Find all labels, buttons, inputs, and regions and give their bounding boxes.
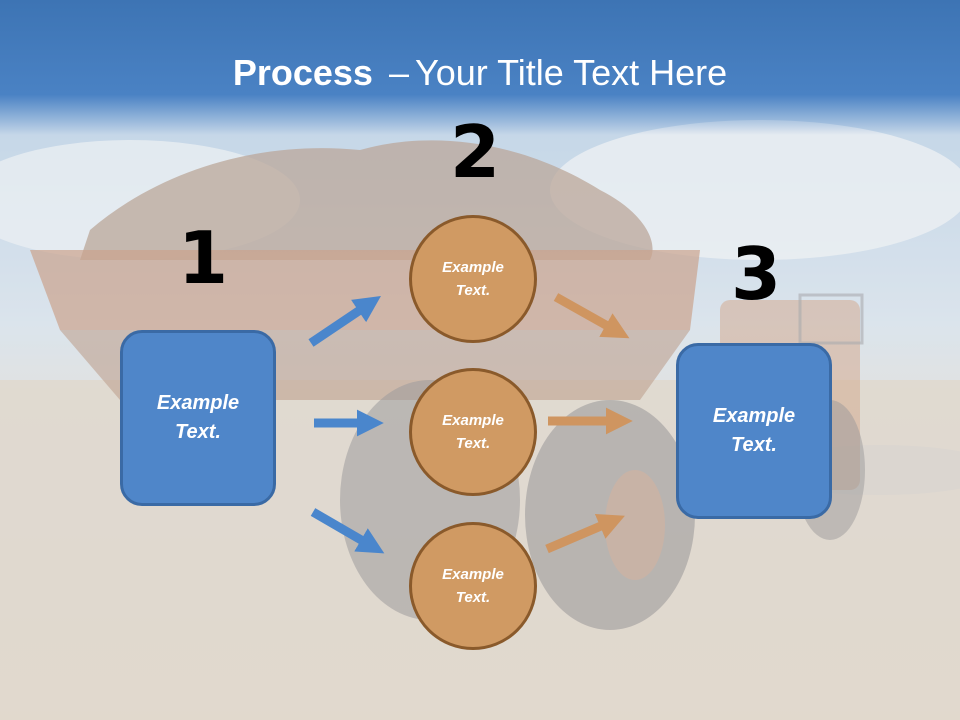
circle-1-line2: Text. <box>455 282 491 299</box>
process-circle-1-text: Example Text. <box>428 256 518 302</box>
arrow-blue-up <box>308 295 381 347</box>
circle-1-line1: Example <box>442 259 504 276</box>
circle-3-line2: Text. <box>455 589 491 606</box>
header-band <box>0 0 960 135</box>
end-box-text: Example Text. <box>699 402 809 460</box>
circle-3-line1: Example <box>442 566 504 583</box>
step-number-1: 1 <box>178 216 229 300</box>
end-box-line2: Text. <box>731 434 777 456</box>
end-box-line1: Example <box>712 405 796 427</box>
start-box-text: Example Text. <box>143 389 253 447</box>
circle-2-line1: Example <box>442 412 504 429</box>
process-circle-2-text: Example Text. <box>428 409 518 455</box>
process-circle-2[interactable]: Example Text. <box>409 368 537 496</box>
start-box-line2: Text. <box>175 421 221 443</box>
process-circle-3-text: Example Text. <box>428 563 518 609</box>
arrow-blue-down <box>310 508 385 554</box>
title-rest: Your Title Text Here <box>414 52 728 93</box>
arrow-orange-down <box>553 293 630 339</box>
arrow-orange-up <box>545 513 625 554</box>
slide-title: Process –Your Title Text Here <box>0 52 960 94</box>
circle-2-line2: Text. <box>455 435 491 452</box>
process-circle-1[interactable]: Example Text. <box>409 215 537 343</box>
title-dash: – <box>388 52 409 93</box>
end-box[interactable]: Example Text. <box>676 343 832 519</box>
title-bold: Process <box>232 52 373 93</box>
step-number-3: 3 <box>731 232 782 316</box>
process-circle-3[interactable]: Example Text. <box>409 522 537 650</box>
start-box-line1: Example <box>156 392 240 414</box>
start-box[interactable]: Example Text. <box>120 330 276 506</box>
step-number-2: 2 <box>450 110 501 194</box>
